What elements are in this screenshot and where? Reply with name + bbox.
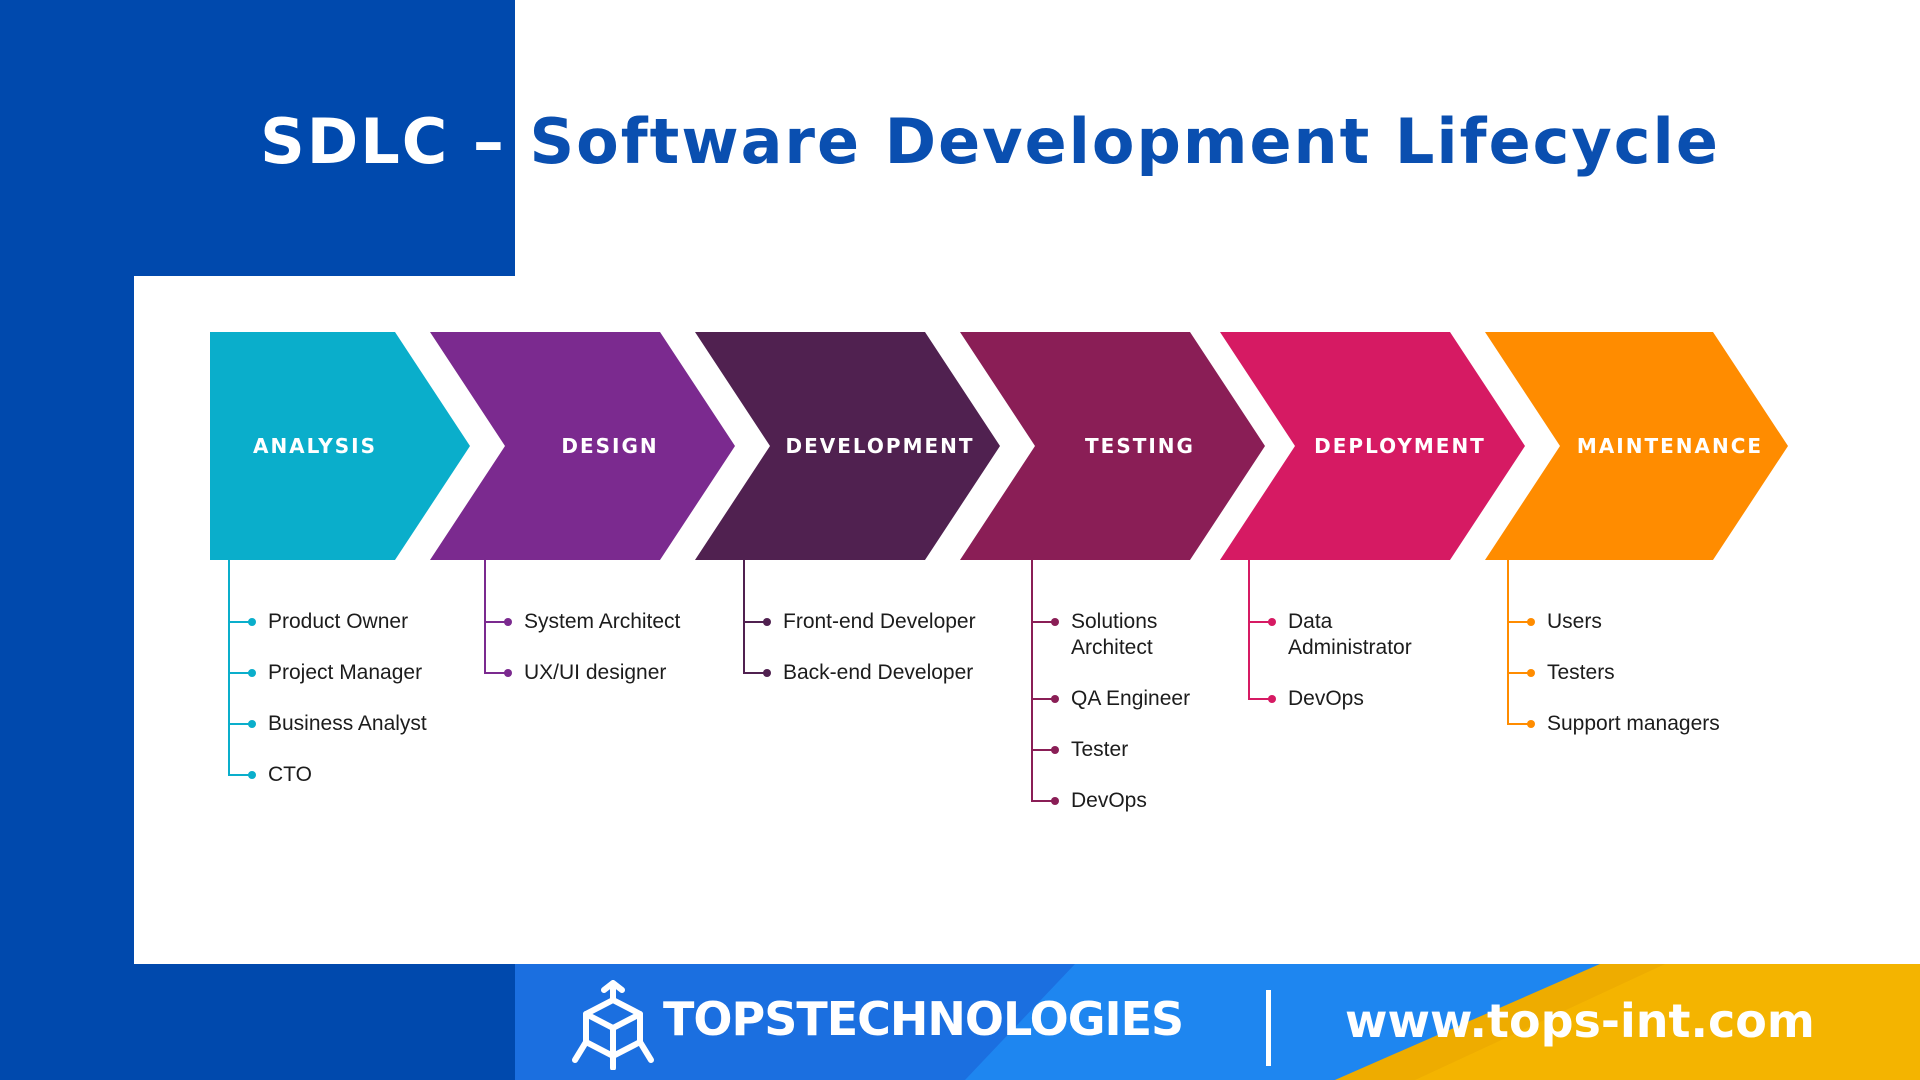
role-line-testing [1031,560,1033,801]
footer-divider [1266,990,1271,1066]
chevron-design [430,332,735,560]
role-connector [1031,621,1055,623]
role-item: CTO [268,763,312,786]
role-item: Business Analyst [268,712,427,735]
role-bullet [1051,695,1059,703]
role-connector [1507,621,1531,623]
title-part1: SDLC [260,105,450,178]
role-line-design [484,560,486,673]
role-bullet [1527,720,1535,728]
role-item: DevOps [1288,687,1364,710]
role-bullet [1051,797,1059,805]
page-title: SDLC – Software Development Lifecycle [0,105,1920,178]
role-connector [228,621,252,623]
role-item: Support managers [1547,712,1720,735]
role-bullet [1268,695,1276,703]
role-bullet [248,669,256,677]
chevron-development [695,332,1000,560]
role-line-analysis [228,560,230,775]
role-connector [228,672,252,674]
role-bullet [248,618,256,626]
footer-banner [515,964,1920,1080]
title-part2: Software Development Lifecycle [529,105,1720,178]
role-connector [1507,672,1531,674]
role-bullet [1051,746,1059,754]
role-connector [1248,621,1272,623]
phase-label-analysis: ANALYSIS [252,434,378,458]
chevron-analysis [210,332,470,560]
role-bullet [763,669,771,677]
role-line-maintenance [1507,560,1509,724]
cube-arrows-icon [572,980,654,1070]
role-bullet [1268,618,1276,626]
role-item: Back-end Developer [783,661,974,684]
role-line-development [743,560,745,673]
role-bullet [1051,618,1059,626]
chevron-deployment [1220,332,1525,560]
phase-label-maintenance: MAINTENANCE [1576,434,1764,458]
footer-background [515,964,1920,1080]
title-dash: – [472,105,506,178]
role-connector [1507,723,1531,725]
role-item: Front-end Developer [783,610,976,633]
role-connector [743,672,767,674]
role-connector [228,723,252,725]
role-item: Solutions Architect [1071,610,1158,659]
role-item: Product Owner [268,610,409,633]
role-bullet [504,669,512,677]
role-connector [1031,800,1055,802]
role-connector [1248,698,1272,700]
chevron-maintenance [1485,332,1788,560]
role-item: UX/UI designer [524,661,667,684]
role-item: Project Manager [268,661,423,684]
role-item: Testers [1547,661,1615,684]
role-item: DevOps [1071,789,1147,812]
footer-brand: TOPSTECHNOLOGIES [663,992,1184,1046]
phase-label-development: DEVELOPMENT [785,434,975,458]
role-bullet [1527,669,1535,677]
role-bullet [248,771,256,779]
role-bullet [248,720,256,728]
role-item: Users [1547,610,1602,633]
role-item: QA Engineer [1071,687,1191,710]
role-connector [484,672,508,674]
role-connector [1031,698,1055,700]
phase-label-testing: TESTING [1085,434,1195,458]
top-blue-block [0,0,515,276]
role-connector [743,621,767,623]
role-item: Tester [1071,738,1129,761]
role-connector [228,774,252,776]
phase-label-deployment: DEPLOYMENT [1314,434,1486,458]
footer-url[interactable]: www.tops-int.com [1345,994,1815,1048]
role-line-deployment [1248,560,1250,699]
role-connector [484,621,508,623]
role-item: System Architect [524,610,681,633]
role-bullet [504,618,512,626]
phase-label-design: DESIGN [561,434,659,458]
chevron-testing [960,332,1265,560]
role-bullet [763,618,771,626]
role-item: Data Administrator [1288,610,1412,659]
role-bullet [1527,618,1535,626]
bottom-blue-block [0,964,515,1080]
role-connector [1031,749,1055,751]
